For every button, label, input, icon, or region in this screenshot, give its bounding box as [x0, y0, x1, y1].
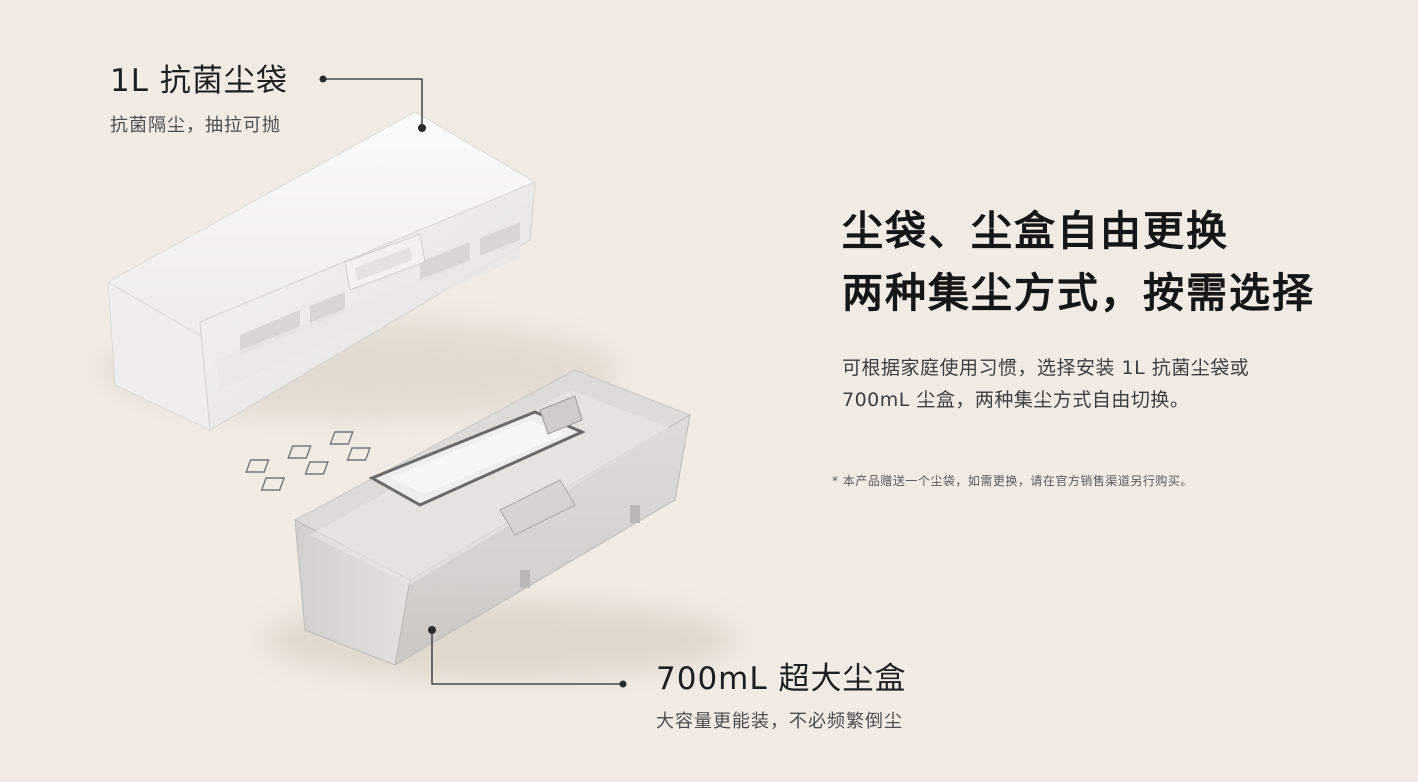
footnote: * 本产品赠送一个尘袋，如需更换，请在官方销售渠道另行购买。 — [832, 474, 1193, 488]
dust-box-subtitle: 大容量更能装，不必频繁倒尘 — [656, 711, 903, 732]
headline: 尘袋、尘盒自由更换 两种集尘方式，按需选择 — [842, 200, 1402, 324]
bag-leader-dot-start — [319, 75, 327, 83]
dust-box — [245, 369, 692, 666]
box-leader-dot-end — [619, 680, 627, 688]
headline-line-1: 尘袋、尘盒自由更换 — [842, 207, 1229, 255]
bag-leader-dot-end — [418, 124, 426, 132]
box-leader-line — [431, 630, 623, 685]
headline-line-2: 两种集尘方式，按需选择 — [842, 269, 1315, 317]
dust-box-title: 700mL 超大尘盒 — [656, 661, 907, 697]
dust-bag-subtitle: 抗菌隔尘，抽拉可抛 — [110, 115, 281, 136]
dust-bag-module — [106, 111, 537, 431]
description-line-1: 可根据家庭使用习惯，选择安装 1L 抗菌尘袋或 — [842, 357, 1250, 379]
box-leader-dot-start — [428, 626, 436, 634]
description: 可根据家庭使用习惯，选择安装 1L 抗菌尘袋或 700mL 尘盒，两种集尘方式自… — [842, 352, 1362, 416]
dust-bag-title: 1L 抗菌尘袋 — [110, 63, 288, 99]
bag-leader-line — [323, 78, 423, 128]
description-line-2: 700mL 尘盒，两种集尘方式自由切换。 — [842, 389, 1190, 411]
